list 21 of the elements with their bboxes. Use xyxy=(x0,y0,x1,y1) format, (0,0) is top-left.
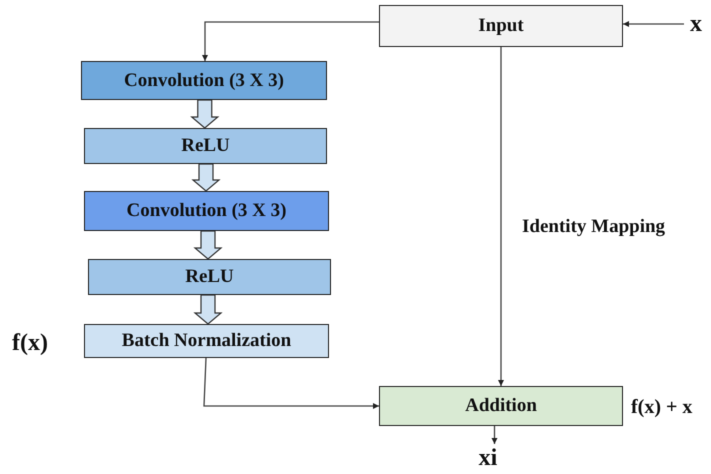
output-variable: xi xyxy=(474,444,502,472)
block-arrow xyxy=(193,230,223,260)
layer-box: Convolution (3 X 3) xyxy=(81,61,327,100)
arrow xyxy=(623,21,684,27)
output-formula: f(x) + x xyxy=(631,396,692,419)
layer-box: ReLU xyxy=(84,128,327,164)
block-arrow xyxy=(193,294,223,325)
arrow xyxy=(203,358,379,409)
block-arrow xyxy=(191,163,221,192)
output-formula: f(x) xyxy=(12,330,48,357)
arrow xyxy=(202,21,379,61)
connection-label: Identity Mapping xyxy=(522,216,666,238)
block-arrow xyxy=(190,99,220,129)
arrow xyxy=(498,47,504,386)
input-box: Input xyxy=(379,5,623,47)
addition-box: Addition xyxy=(379,386,623,426)
layer-box: ReLU xyxy=(88,259,331,295)
input-variable: x xyxy=(684,10,708,38)
arrow xyxy=(492,426,498,444)
layer-box: Convolution (3 X 3) xyxy=(84,191,329,231)
layer-box: Batch Normalization xyxy=(84,324,329,358)
